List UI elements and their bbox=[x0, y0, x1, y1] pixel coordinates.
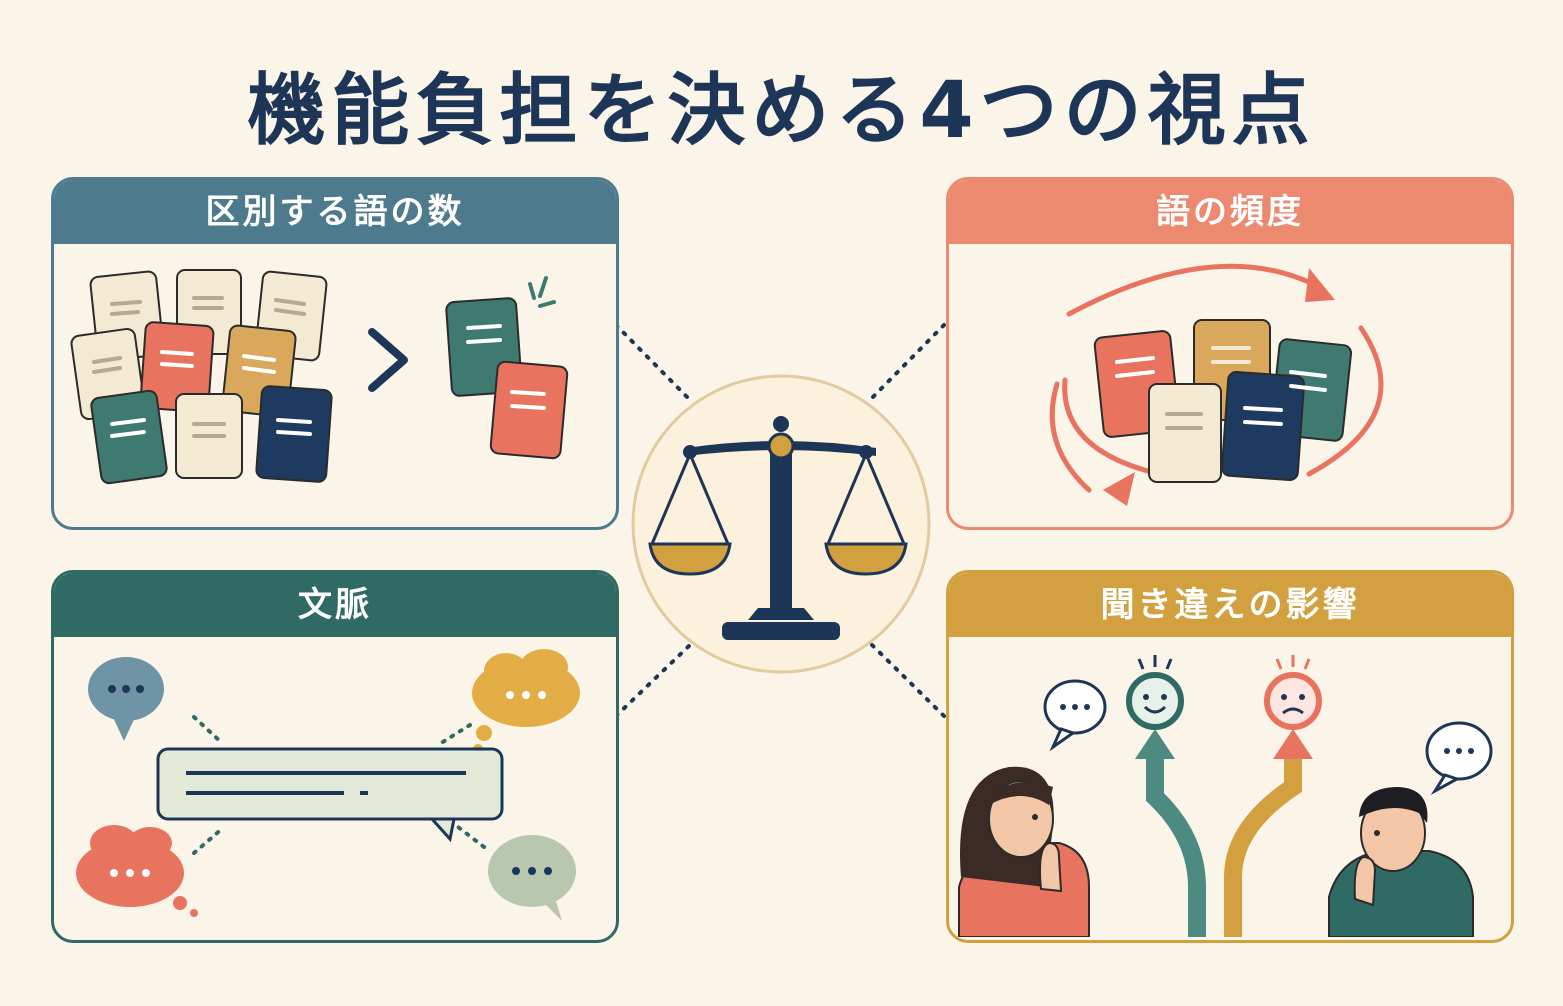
panel-mishearing-illustration bbox=[958, 655, 1493, 937]
panel-context: 文脈 bbox=[51, 570, 619, 943]
panel-header-mishearing: 聞き違えの影響 bbox=[949, 573, 1511, 637]
speech-bubble-icon bbox=[488, 835, 576, 921]
balance-scale-icon bbox=[631, 374, 931, 674]
panel-mishearing: 聞き違えの影響 bbox=[946, 570, 1514, 943]
panel-word-count-illustration bbox=[70, 269, 569, 485]
many-cards-icon bbox=[70, 269, 333, 485]
sparkle-icon bbox=[528, 276, 556, 308]
panel-header-frequency: 語の頻度 bbox=[949, 180, 1511, 244]
cycle-arrows-icon bbox=[1049, 263, 1384, 493]
panel-frequency: 語の頻度 bbox=[946, 177, 1514, 530]
diverging-arrows-icon bbox=[1146, 746, 1302, 937]
few-cards-icon bbox=[445, 297, 569, 460]
thought-bubble-icon bbox=[472, 649, 580, 754]
man-thinking-icon bbox=[1328, 787, 1474, 937]
panel-header-context: 文脈 bbox=[54, 573, 616, 637]
speech-bubble-icon bbox=[1043, 679, 1107, 752]
panel-context-illustration bbox=[76, 649, 580, 921]
happy-face-icon bbox=[1126, 655, 1184, 730]
page-title: 機能負担を決める4つの視点 bbox=[247, 66, 1316, 156]
panel-frequency-illustration bbox=[1049, 263, 1384, 506]
greater-than-icon bbox=[368, 328, 408, 392]
woman-thinking-icon bbox=[958, 766, 1090, 937]
cards-icon bbox=[1093, 319, 1353, 483]
panel-header-word-count: 区別する語の数 bbox=[54, 180, 616, 244]
speech-bubble-icon bbox=[88, 657, 164, 741]
panel-word-count: 区別する語の数 bbox=[51, 177, 619, 530]
thought-bubble-icon bbox=[76, 825, 198, 917]
speech-bubble-icon bbox=[1425, 721, 1493, 796]
sentence-bar-icon bbox=[156, 747, 504, 843]
sad-face-icon bbox=[1264, 655, 1322, 730]
